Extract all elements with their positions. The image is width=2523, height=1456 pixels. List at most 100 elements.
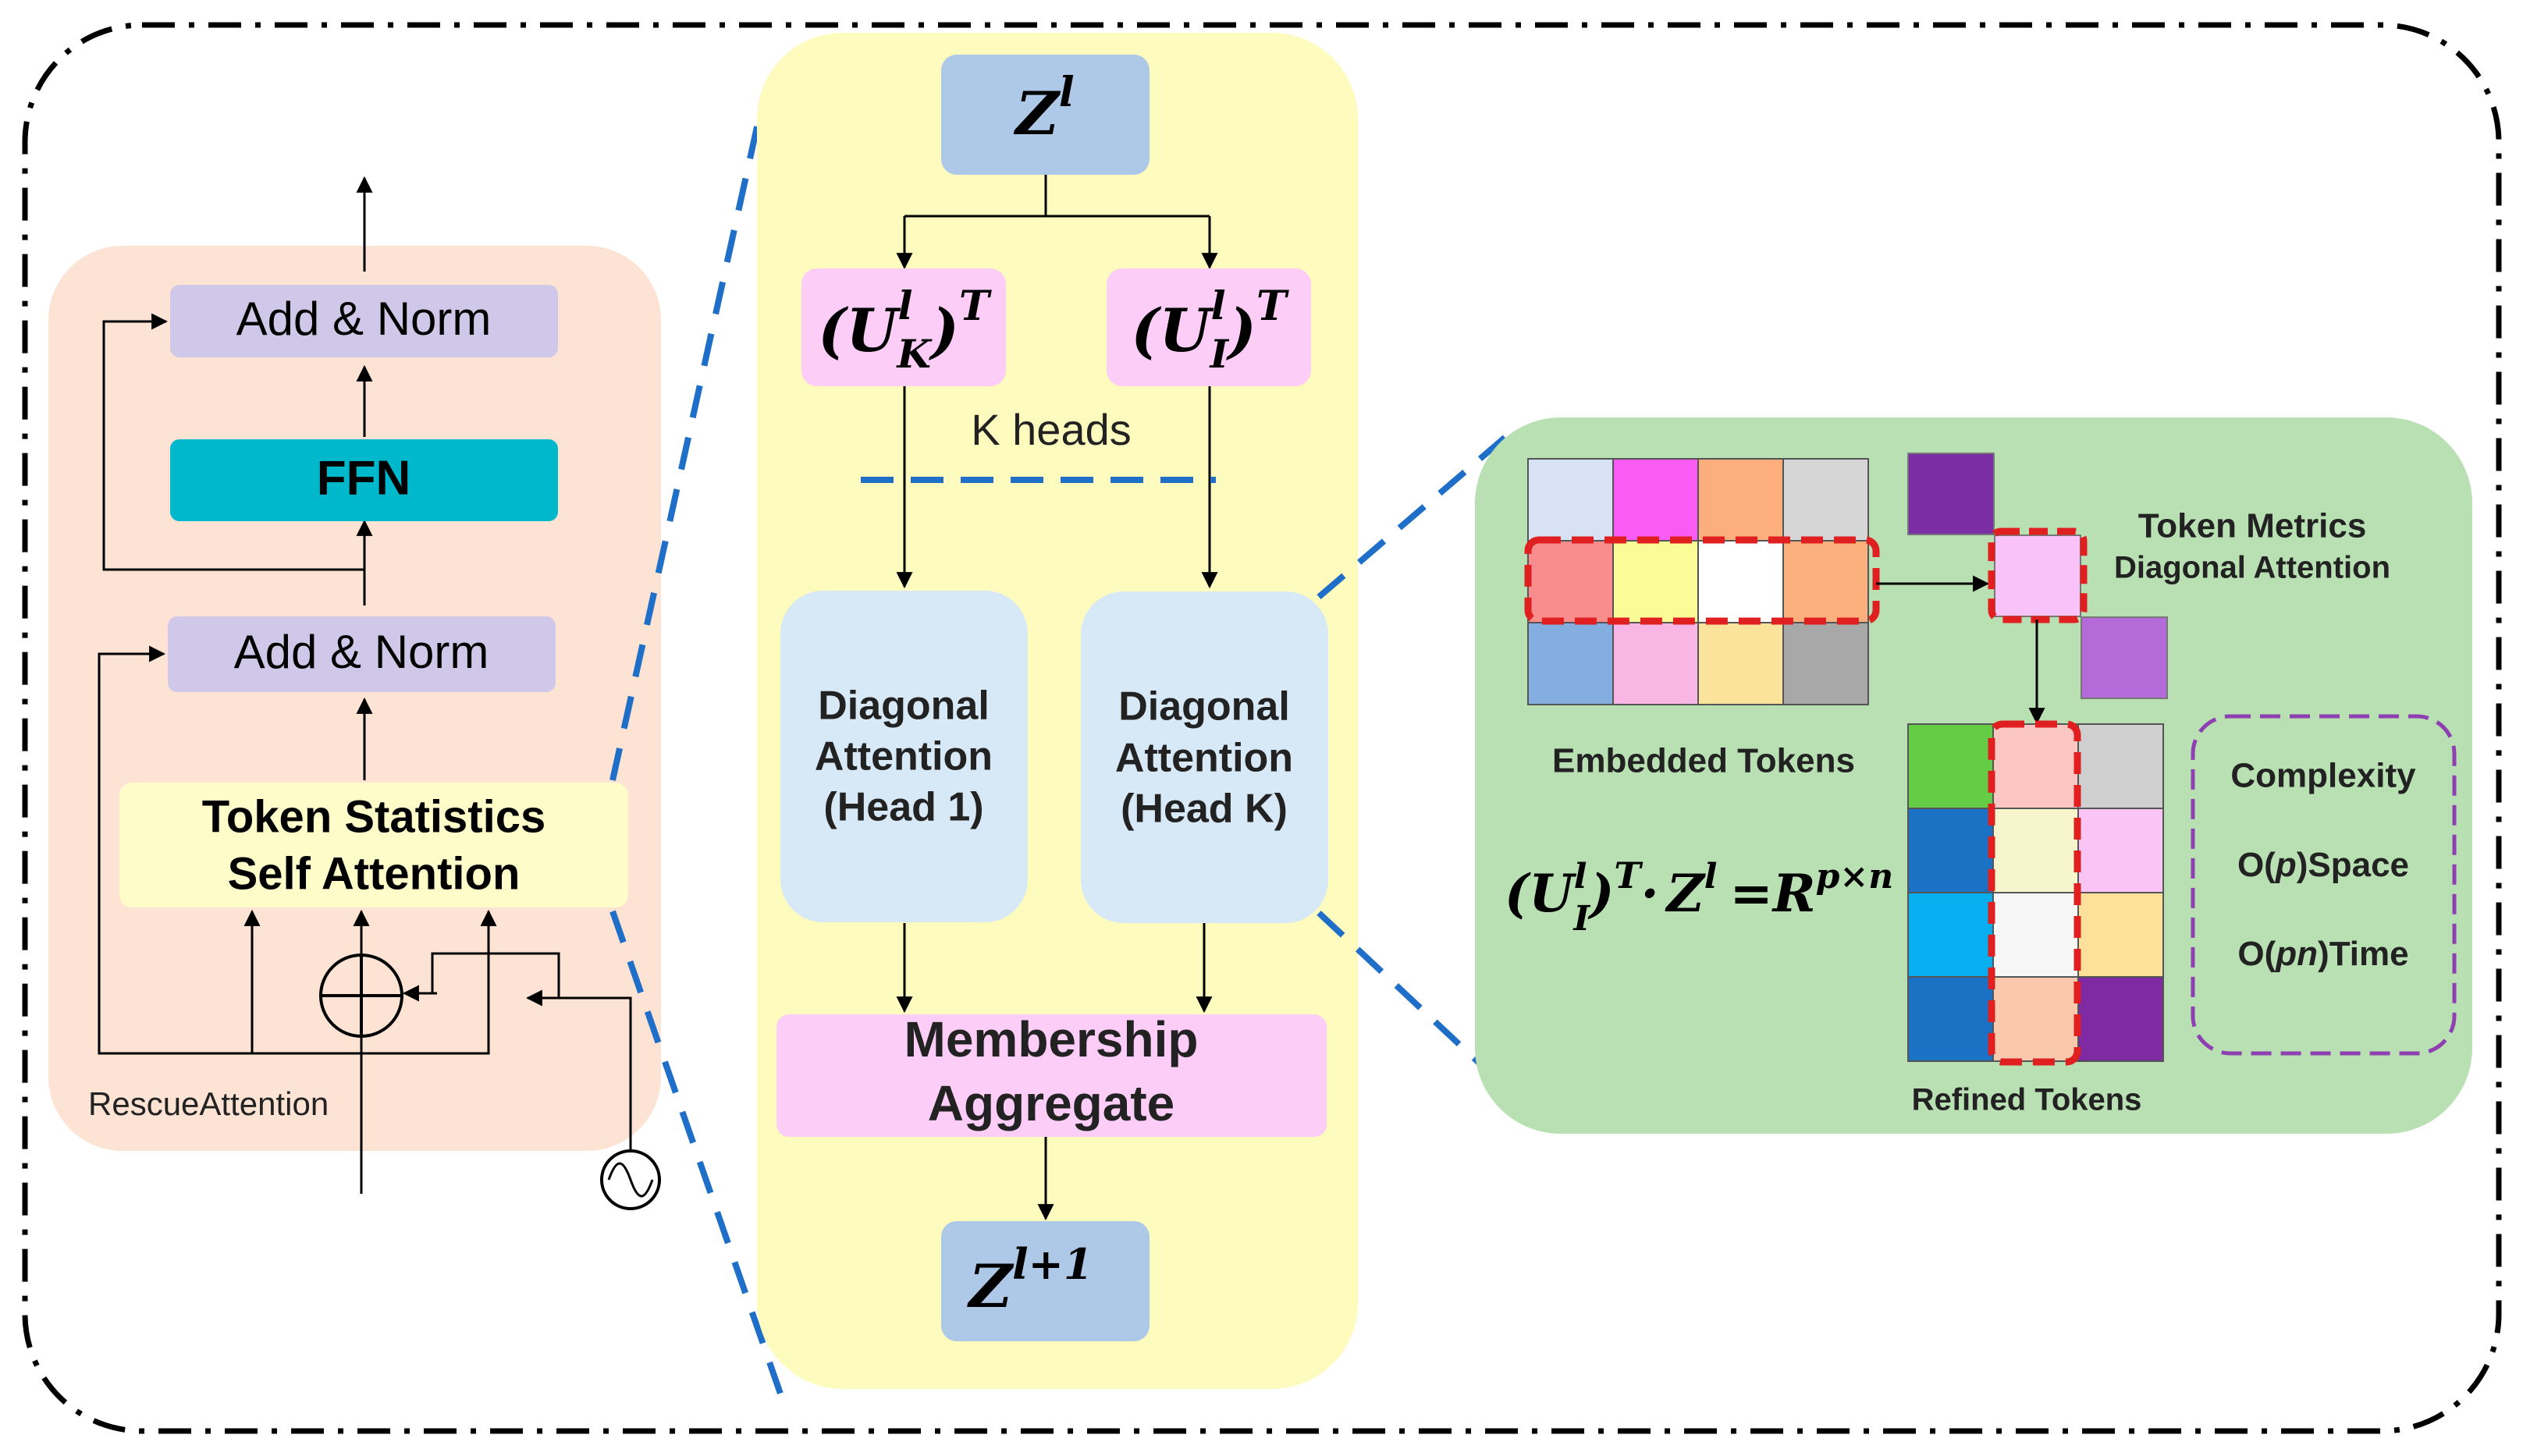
embedded-token-cell-r1-c3 — [1782, 540, 1869, 623]
ui-transpose-sup: T — [1256, 282, 1289, 330]
z-output-box — [941, 1221, 1150, 1341]
refined-tokens-grid — [1907, 723, 2164, 1062]
refined-token-cell-r0-c2 — [2077, 723, 2164, 809]
add-norm-top-label: Add & Norm — [236, 293, 492, 345]
ffn-box — [170, 439, 558, 521]
tssa-label-line1: Token Statistics — [202, 791, 546, 842]
refined-token-cell-r2-c2 — [2077, 892, 2164, 978]
refined-tokens-label: Refined Tokens — [1912, 1083, 2142, 1117]
ui-sub: I — [1209, 331, 1230, 377]
uk-transpose-box — [801, 268, 1006, 386]
ui-transpose-box — [1107, 268, 1311, 386]
headk-box — [1081, 591, 1328, 923]
space-suffix: )Space — [2297, 846, 2409, 884]
headk-line2: Attention — [1115, 736, 1293, 781]
refined-token-cell-r2-c0 — [1907, 892, 1994, 978]
formula-dot: · — [1641, 863, 1659, 924]
ui-sup: l — [1211, 282, 1226, 328]
rescue-feedback-line — [431, 952, 560, 998]
formula-r-sup: p×n — [1816, 857, 1894, 897]
metric-cell-center — [1994, 534, 2081, 617]
ffn-label: FFN — [317, 451, 411, 505]
refined-token-cell-r0-c1 — [1992, 723, 2079, 809]
z-output-sup: l+1 — [1012, 1239, 1093, 1289]
uk-base: U — [846, 296, 901, 365]
embedded-token-cell-r2-c1 — [1612, 622, 1699, 705]
token-metrics-label-line2: Diagonal Attention — [2114, 551, 2390, 585]
residual-connection-top — [102, 313, 364, 571]
time-prefix: O( — [2237, 935, 2276, 973]
refined-token-cell-r3-c2 — [2077, 976, 2164, 1062]
oscillator-icon — [600, 1149, 661, 1210]
z-input-box — [941, 55, 1150, 175]
aggregate-box — [776, 1014, 1327, 1137]
refined-token-cell-r0-c0 — [1907, 723, 1994, 809]
metric-cell-bottom — [2081, 616, 2168, 699]
formula-z-sup: l — [1704, 857, 1718, 897]
space-var: p — [2275, 846, 2297, 884]
formula-u-base: U — [1529, 863, 1576, 924]
left-block: Add & Norm FFN Add & Norm Token Statisti… — [48, 176, 661, 1210]
z-input-symbol: Zl — [1013, 69, 1074, 149]
refined-token-cell-r2-c1 — [1992, 892, 2079, 978]
embedded-token-cell-r1-c2 — [1697, 540, 1784, 623]
embedded-row-highlight — [1524, 536, 1880, 625]
embedded-token-cell-r1-c1 — [1612, 540, 1699, 623]
tssa-box — [119, 783, 628, 907]
head1-line2: Attention — [815, 734, 993, 779]
headk-line3: (Head K) — [1121, 787, 1288, 832]
formula-u-sub: I — [1572, 899, 1591, 939]
embedded-token-cell-r0-c3 — [1782, 458, 1869, 542]
z-output-base: Z — [967, 1252, 1015, 1321]
k-heads-label: K heads — [971, 405, 1132, 454]
refined-token-cell-r1-c2 — [2077, 808, 2164, 893]
head1-line3: (Head 1) — [823, 785, 983, 830]
add-norm-top-box — [170, 285, 558, 357]
embedded-tokens-label: Embedded Tokens — [1552, 742, 1855, 780]
arrow-oscillator-to-sum — [525, 989, 632, 1151]
embedded-token-cell-r0-c0 — [1527, 458, 1614, 542]
zoom-line-right-top — [1317, 430, 1512, 600]
refined-token-cell-r3-c0 — [1907, 976, 1994, 1062]
time-complexity: O(pn)Time — [2237, 935, 2408, 973]
z-output-symbol: Zl+1 — [967, 1239, 1093, 1321]
uk-sup: l — [898, 282, 913, 328]
ui-base: U — [1159, 296, 1214, 365]
embedded-token-cell-r2-c2 — [1697, 622, 1784, 705]
embedded-token-cell-r0-c2 — [1697, 458, 1784, 542]
metric-cell-top — [1907, 453, 1995, 535]
add-norm-bottom-label: Add & Norm — [234, 626, 489, 678]
zoom-line-right-bottom — [1317, 911, 1505, 1087]
embedded-tokens-grid — [1527, 458, 1869, 705]
rescue-attention-label: RescueAttention — [88, 1085, 329, 1122]
embedded-token-cell-r0-c1 — [1612, 458, 1699, 542]
outer-frame — [22, 22, 2502, 1434]
aggregate-line1: Membership — [904, 1011, 1199, 1067]
embedded-token-cell-r2-c0 — [1527, 622, 1614, 705]
zoom-line-left-top — [609, 108, 764, 781]
space-complexity: O(p)Space — [2237, 846, 2409, 884]
formula-u-sup: l — [1574, 857, 1587, 897]
complexity-title: Complexity — [2230, 757, 2416, 795]
refined-token-cell-r1-c1 — [1992, 808, 2079, 893]
tssa-label-line2: Self Attention — [228, 848, 521, 899]
sum-node — [319, 954, 403, 1038]
uk-sub: K — [896, 331, 933, 377]
add-norm-bottom-box — [168, 616, 556, 692]
formula-r-base: R — [1771, 863, 1816, 924]
time-var: pn — [2275, 935, 2318, 973]
time-suffix: )Time — [2318, 935, 2409, 973]
left-block-bg — [48, 246, 661, 1151]
right-block: Embedded Tokens Token Metrics Diagonal A… — [1475, 417, 2472, 1134]
headk-line1: Diagonal — [1118, 684, 1290, 730]
refined-token-cell-r1-c0 — [1907, 808, 1994, 893]
complexity-box — [2191, 714, 2457, 1056]
aggregate-line2: Aggregate — [928, 1075, 1175, 1131]
formula-z-base: Z — [1665, 863, 1707, 924]
embedded-token-cell-r2-c3 — [1782, 622, 1869, 705]
uk-transpose-sup: T — [959, 282, 992, 330]
refined-token-cell-r3-c1 — [1992, 976, 2079, 1062]
token-metrics-label-line1: Token Metrics — [2138, 507, 2367, 545]
